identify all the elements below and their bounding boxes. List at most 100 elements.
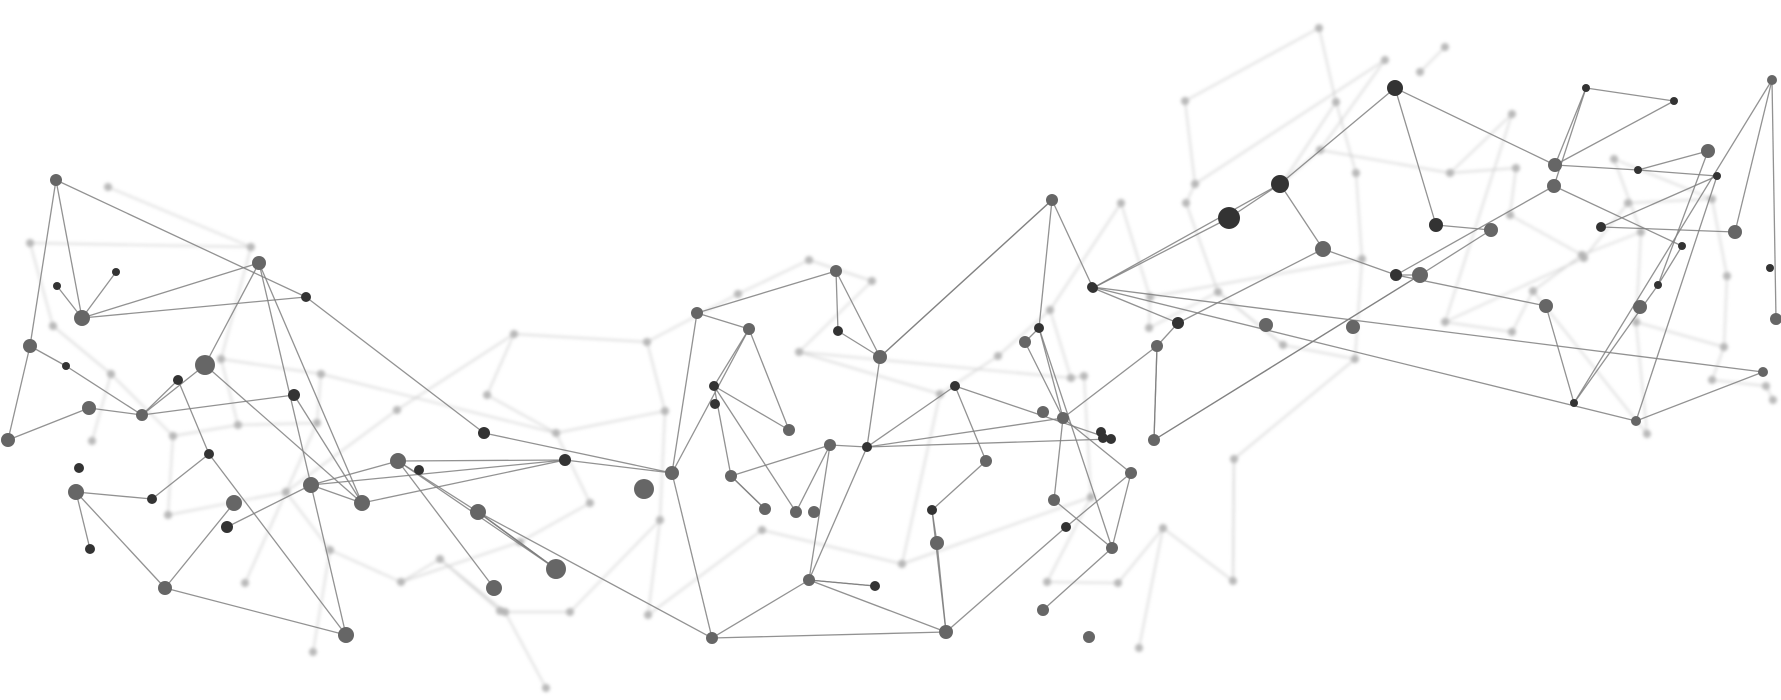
network-edge — [1637, 150, 1709, 171]
background-node — [1637, 228, 1645, 236]
network-edge — [696, 312, 750, 330]
network-node — [634, 479, 654, 499]
background-node — [436, 555, 444, 563]
network-node — [927, 505, 937, 515]
network-edge — [808, 579, 947, 633]
network-edge — [829, 444, 868, 448]
network-node — [390, 453, 406, 469]
network-node — [1548, 158, 1562, 172]
background-node — [397, 578, 405, 586]
network-edge — [713, 385, 790, 431]
background-node — [758, 526, 766, 534]
background-edge — [172, 424, 239, 437]
background-edge — [29, 242, 252, 248]
background-node — [107, 370, 115, 378]
background-node — [1191, 180, 1199, 188]
network-node — [759, 503, 771, 515]
background-node — [169, 432, 177, 440]
background-edge — [513, 333, 648, 343]
network-edge — [1395, 185, 1555, 276]
network-node — [226, 495, 242, 511]
background-node — [49, 322, 57, 330]
network-node — [1539, 299, 1553, 313]
background-edge — [1162, 527, 1234, 582]
network-edge — [55, 179, 83, 319]
network-edge — [671, 472, 713, 639]
network-node — [824, 439, 836, 451]
network-edge — [1177, 248, 1324, 324]
network-node — [1037, 406, 1049, 418]
background-edge — [1318, 27, 1337, 103]
background-node — [1446, 169, 1454, 177]
network-node — [1633, 300, 1647, 314]
background-node — [501, 608, 509, 616]
network-edge — [226, 484, 312, 528]
background-node — [1610, 155, 1618, 163]
network-node — [112, 268, 120, 276]
background-edge — [1184, 27, 1320, 102]
background-node — [805, 256, 813, 264]
network-node — [559, 454, 571, 466]
network-edge — [1038, 199, 1053, 329]
network-edge — [866, 417, 1064, 448]
background-node — [644, 611, 652, 619]
network-node — [939, 625, 953, 639]
background-node — [1529, 287, 1537, 295]
network-node — [710, 399, 720, 409]
background-edge — [1046, 581, 1119, 584]
background-edge — [569, 519, 661, 613]
background-edge — [1355, 172, 1363, 260]
background-node — [1214, 288, 1222, 296]
background-node — [1580, 254, 1588, 262]
background-edge — [555, 432, 591, 504]
background-node — [1145, 324, 1153, 332]
background-node — [234, 421, 242, 429]
network-node — [354, 495, 370, 511]
background-node — [656, 516, 664, 524]
network-node — [158, 581, 172, 595]
network-node — [803, 574, 815, 586]
background-node — [104, 183, 112, 191]
network-edge — [879, 199, 1053, 358]
network-edge — [1635, 175, 1718, 422]
background-node — [247, 243, 255, 251]
network-node — [1766, 264, 1774, 272]
network-node — [1412, 267, 1428, 283]
network-node — [1387, 80, 1403, 96]
network-node — [665, 466, 679, 480]
background-edge — [1319, 149, 1451, 174]
network-edge — [1092, 217, 1230, 289]
network-edge — [835, 270, 881, 358]
network-edge — [866, 385, 956, 448]
network-edge — [1279, 183, 1324, 250]
network-edge — [7, 407, 90, 441]
network-node — [221, 521, 233, 533]
background-node — [1229, 577, 1237, 585]
network-edge — [397, 460, 479, 513]
background-node — [734, 290, 742, 298]
network-edge — [1394, 87, 1556, 166]
background-node — [217, 355, 225, 363]
network-node — [1582, 84, 1590, 92]
network-node — [1034, 323, 1044, 333]
network-edge — [1394, 87, 1437, 226]
network-edge — [713, 328, 750, 387]
background-edge — [1444, 321, 1513, 333]
background-node — [1279, 341, 1287, 349]
background-node — [994, 352, 1002, 360]
background-edge — [1049, 202, 1122, 311]
network-edge — [310, 459, 566, 486]
foreground-node-layer — [1, 75, 1781, 644]
network-node — [301, 292, 311, 302]
background-edge — [1583, 202, 1629, 259]
network-node — [1390, 269, 1402, 281]
network-edge — [1545, 305, 1575, 404]
network-edge — [1024, 341, 1064, 419]
background-edge — [1149, 258, 1363, 298]
background-edge — [737, 259, 810, 295]
network-edge — [954, 385, 987, 462]
network-node — [1218, 207, 1240, 229]
background-edge — [1335, 101, 1357, 174]
background-edge — [1419, 46, 1446, 73]
